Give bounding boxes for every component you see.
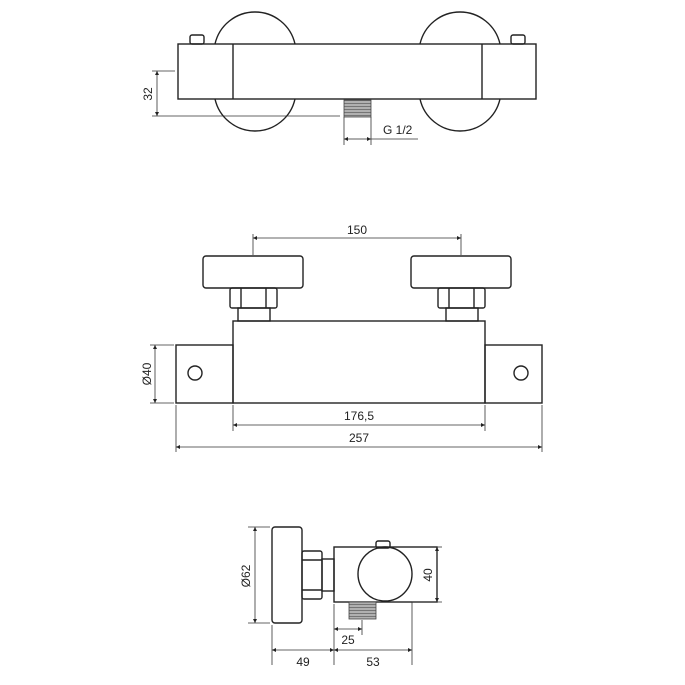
dim-g12-label: G 1/2: [383, 123, 413, 137]
right-flange-top-arc: [419, 11, 501, 45]
side-view: Ø62 40 25 49 53: [239, 526, 442, 669]
side-body-circle: [357, 546, 413, 602]
outlet-thread: [343, 99, 372, 118]
side-outlet-thread: [348, 601, 377, 620]
dim-40-side-label: 40: [421, 568, 435, 582]
top-view: 32 G 1/2: [141, 11, 537, 145]
dim-d40-label: Ø40: [140, 362, 154, 385]
left-flange-top-arc: [214, 11, 296, 45]
left-cap: [189, 34, 205, 45]
right-cap: [510, 34, 526, 45]
left-hex-nut: [229, 287, 278, 309]
right-hex-nut: [437, 287, 486, 309]
main-body: [232, 320, 486, 404]
dim-25-label: 25: [341, 633, 355, 647]
left-flange-bottom-arc: [214, 98, 296, 132]
body-outline: [177, 43, 537, 100]
right-inlet-stem: [445, 307, 479, 322]
right-end-block: [484, 344, 543, 404]
right-handle: [410, 255, 512, 289]
right-screw-hole: [513, 365, 529, 381]
dim-49-label: 49: [296, 655, 310, 669]
front-view: 150 Ø40 176,5 257: [140, 223, 543, 452]
left-inlet-stem: [237, 307, 271, 322]
side-cap: [375, 540, 391, 549]
left-screw-hole: [187, 365, 203, 381]
left-handle: [202, 255, 304, 289]
left-end-block: [175, 344, 234, 404]
dim-d62-label: Ø62: [239, 564, 253, 587]
right-flange-bottom-arc: [419, 98, 501, 132]
wall-flange: [271, 526, 303, 624]
dim-32-label: 32: [141, 87, 155, 101]
dim-53-label: 53: [366, 655, 380, 669]
dim-150-label: 150: [347, 223, 367, 237]
dim-257-label: 257: [349, 431, 369, 445]
side-stem: [321, 558, 335, 592]
dim-176-label: 176,5: [344, 409, 374, 423]
side-hex-nut: [301, 550, 323, 600]
